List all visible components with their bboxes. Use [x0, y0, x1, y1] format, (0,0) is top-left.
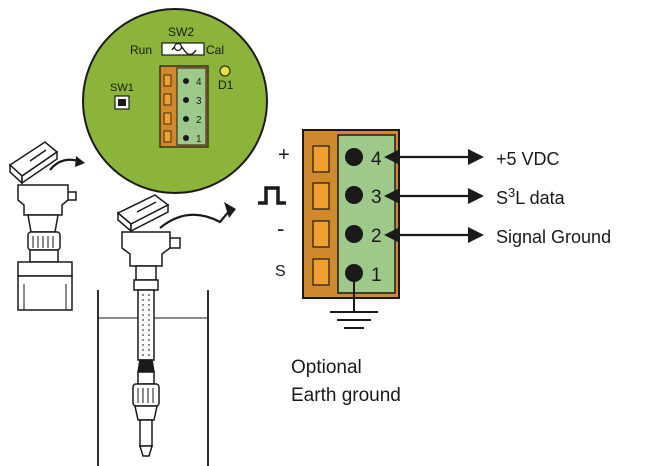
- svg-text:3: 3: [196, 96, 202, 107]
- board-pad-4: 4: [163, 74, 202, 88]
- minus-symbol: -: [277, 216, 284, 241]
- signal-label-2: Signal Ground: [496, 227, 611, 247]
- screw-3: [345, 186, 363, 204]
- pin-number-4: 4: [371, 149, 382, 170]
- earth-ground-icon: [330, 273, 378, 329]
- main-terminal-block: 4 3 2 1: [302, 129, 400, 299]
- arrow-4: [384, 149, 484, 165]
- d1-label: D1: [218, 78, 234, 92]
- cal-label: Cal: [206, 43, 224, 57]
- svg-text:2: 2: [196, 115, 202, 126]
- shield-symbol: S: [275, 263, 286, 280]
- pad-2: [312, 220, 330, 248]
- board-pad-3: 3: [163, 93, 202, 107]
- detached-cap-icon-2: [116, 194, 170, 233]
- arrow-3: [384, 188, 484, 204]
- signal-label-3: S3L data: [496, 185, 566, 208]
- tank-walls: [97, 290, 209, 466]
- signal-label-4: +5 VDC: [496, 149, 560, 169]
- screw-4: [345, 148, 363, 166]
- board-pad-2: 2: [163, 112, 202, 126]
- circuit-board: SW2 Run Cal SW1 D1 4: [82, 8, 268, 194]
- plus-symbol: +: [278, 144, 290, 166]
- sw2-slide-switch[interactable]: [161, 42, 205, 56]
- svg-text:4: 4: [196, 77, 202, 88]
- pin-number-3: 3: [371, 187, 382, 208]
- pin-number-2: 2: [371, 226, 382, 247]
- sw1-pushbutton[interactable]: [114, 95, 130, 110]
- earth-label-line2: Earth ground: [291, 385, 401, 406]
- earth-label-line1: Optional: [291, 357, 362, 378]
- d1-led-icon: [219, 65, 231, 77]
- tank-sensor: [97, 194, 236, 466]
- pad-1: [312, 258, 330, 286]
- arrow-2: [384, 227, 484, 243]
- sensor-fitting-left: [8, 141, 85, 311]
- pad-3: [312, 182, 330, 210]
- svg-text:1: 1: [196, 134, 202, 145]
- sw1-label: SW1: [110, 82, 134, 94]
- pin-number-1: 1: [371, 265, 382, 286]
- sw2-label: SW2: [168, 25, 194, 39]
- pad-4: [312, 145, 330, 173]
- run-label: Run: [130, 43, 152, 57]
- screw-2: [345, 225, 363, 243]
- board-terminal-block: 4 3 2 1: [159, 65, 209, 148]
- remove-cap-arrow-icon-2: [159, 209, 231, 229]
- pulse-signal-icon: [258, 186, 286, 205]
- detached-cap-icon: [8, 141, 59, 185]
- board-pad-1: 1: [163, 130, 202, 145]
